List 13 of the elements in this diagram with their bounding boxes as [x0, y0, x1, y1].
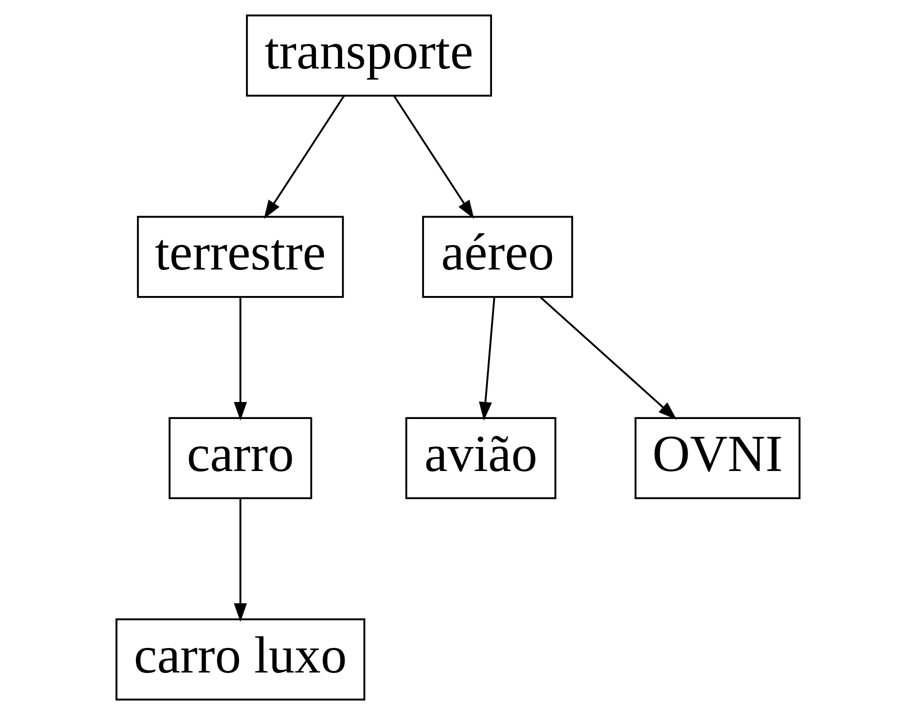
node-box: carro: [168, 417, 312, 500]
node-box: aéreo: [422, 216, 573, 298]
node-box: OVNI: [634, 417, 800, 500]
arrow: [233, 498, 246, 622]
node-box: transporte: [246, 14, 492, 97]
node-box: carro luxo: [115, 618, 365, 700]
node-box: avião: [404, 417, 556, 500]
arrow: [233, 297, 246, 421]
arrow: [263, 95, 344, 219]
arrow: [392, 95, 474, 219]
arrow: [478, 297, 495, 421]
arrow: [539, 296, 676, 420]
node-box: terrestre: [136, 216, 344, 298]
